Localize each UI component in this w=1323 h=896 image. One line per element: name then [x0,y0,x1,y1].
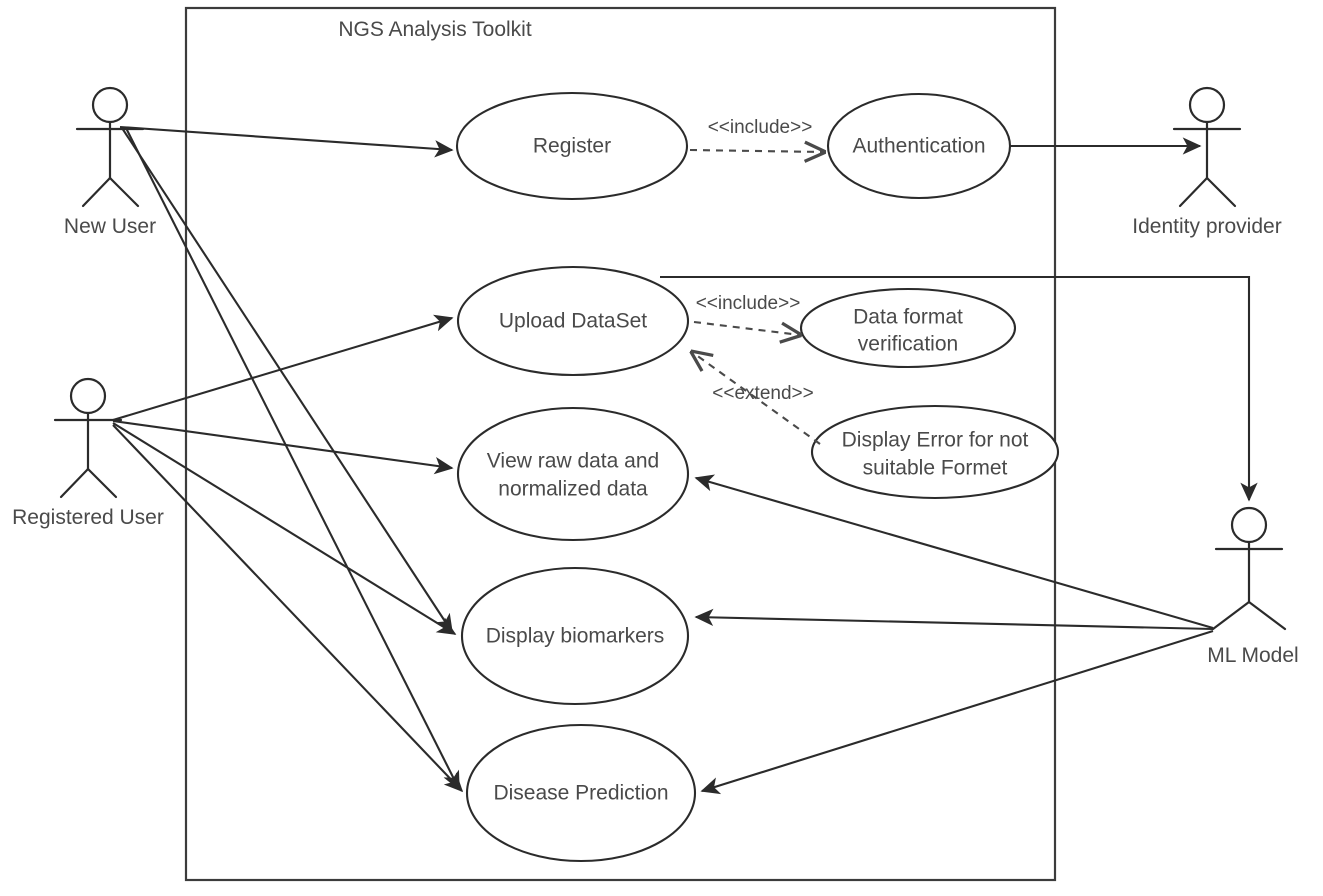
edge-upload-includes-data-format-verification [693,320,800,335]
use-case-ellipse [826,92,1012,200]
actor-identity-provider[interactable]: Identity provider [1132,86,1282,238]
edge-new-user-to-disease-prediction [125,127,460,791]
use-case-data-format-verification-label-line1: Data format [853,306,963,329]
use-case-disease-prediction-label: Disease Prediction [493,782,668,805]
use-case-ellipse [810,404,1060,500]
actor-leg-left-icon [1178,176,1209,208]
actor-head-icon [91,86,129,124]
use-case-data-format-verification[interactable]: Data format verification [799,287,1017,369]
use-case-authentication[interactable]: Authentication [826,92,1012,200]
use-case-display-error-label-line2: suitable Formet [863,457,1008,480]
edge-registered-user-to-view-raw-data [112,419,454,475]
use-case-upload-dataset-label: Upload DataSet [499,310,647,333]
edge-ml-model-to-view-raw-data [694,474,1214,630]
system-boundary-title: NGS Analysis Toolkit [338,18,532,41]
actor-head-icon [1188,86,1226,124]
edge-registered-user-to-disease-prediction [112,424,464,793]
use-case-ellipse [455,91,689,201]
actor-leg-left-icon [81,176,112,208]
actor-leg-right-icon [86,467,118,499]
use-case-register-label: Register [533,135,611,158]
edge-ml-model-to-disease-prediction [700,629,1214,795]
actor-new-user[interactable]: New User [64,86,156,238]
use-case-upload-dataset[interactable]: Upload DataSet [456,265,690,377]
use-case-view-raw-data-label-line2: normalized data [498,478,648,501]
actor-leg-left-icon [1211,600,1251,631]
edge-register-includes-authentication [689,150,824,152]
use-case-ellipse [465,723,697,863]
use-case-display-biomarkers[interactable]: Display biomarkers [460,566,690,706]
actor-leg-right-icon [108,176,140,208]
edge-display-error-extends-upload [692,352,821,445]
use-case-register[interactable]: Register [455,91,689,201]
stereotype-include-upload-verify: <<include>> [696,293,801,314]
use-case-ellipse [456,406,690,542]
actor-head-icon [1230,506,1268,544]
actor-leg-left-icon [59,467,90,499]
use-case-view-raw-data-label-line1: View raw data and [487,450,659,473]
edge-new-user-to-display-biomarkers [121,127,453,634]
actor-identity-provider-label: Identity provider [1132,215,1281,238]
actor-registered-user[interactable]: Registered User [12,377,164,529]
edge-new-user-to-register [119,125,454,158]
actor-leg-right-icon [1247,600,1287,631]
edge-registered-user-to-display-biomarkers [112,422,457,635]
use-case-display-error-label-line1: Display Error for not [842,429,1029,452]
use-case-authentication-label: Authentication [852,135,985,158]
use-case-data-format-verification-label-line2: verification [858,333,958,356]
use-case-ellipse [456,265,690,377]
edge-ml-model-to-display-biomarkers [694,608,1214,631]
use-case-view-raw-data[interactable]: View raw data and normalized data [456,406,690,542]
actor-head-icon [69,377,107,415]
actor-ml-model-label: ML Model [1207,644,1298,667]
edge-upload-dataset-to-ml-model [660,275,1258,502]
edge-registered-user-to-upload-dataset [112,314,454,422]
use-case-ellipse [460,566,690,706]
actor-leg-right-icon [1205,176,1237,208]
stereotype-extend-error-upload: <<extend>> [712,383,813,404]
actor-registered-user-label: Registered User [12,506,164,529]
use-case-display-biomarkers-label: Display biomarkers [486,625,665,648]
stereotype-include-register-auth: <<include>> [708,117,813,138]
use-case-display-error[interactable]: Display Error for not suitable Formet [810,404,1060,500]
use-case-disease-prediction[interactable]: Disease Prediction [465,723,697,863]
actor-new-user-label: New User [64,215,156,238]
actor-ml-model[interactable]: ML Model [1207,506,1299,667]
